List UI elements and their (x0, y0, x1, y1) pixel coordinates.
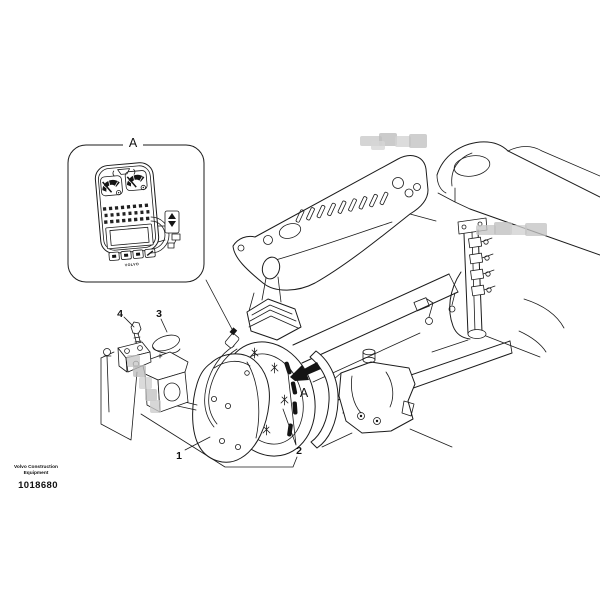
view-arrow-label: A (300, 386, 309, 400)
lcd-screen (105, 223, 154, 250)
buzzer (112, 168, 136, 177)
leader-4 (123, 316, 135, 328)
valve-bracket (321, 348, 453, 448)
company-name-line2: Equipment (24, 470, 49, 476)
callout-label: A (129, 136, 138, 150)
part-3-cover (152, 334, 181, 354)
vent-slots (295, 191, 389, 223)
panel-side-connector (150, 210, 181, 254)
leader-2 (282, 363, 297, 446)
blur-patch-left (127, 355, 161, 413)
part-label-2: 2 (296, 445, 302, 457)
part-label-4: 4 (117, 308, 123, 320)
blur-patch-right (476, 222, 547, 236)
cab-frame (436, 141, 600, 353)
clamp-bracket (431, 217, 541, 358)
joystick (246, 256, 302, 341)
machine-structure (232, 141, 600, 448)
rubber-hatch-marks (250, 347, 289, 436)
warning-icon-grid (102, 203, 152, 224)
leader-3 (160, 318, 168, 333)
gauge-left (100, 175, 123, 197)
view-arrow-a: A (290, 362, 321, 400)
gauge-right (124, 170, 148, 192)
part-label-3: 3 (156, 308, 162, 320)
panel-brand-text: VOLVO (125, 262, 140, 267)
part-1-panel-back (168, 327, 270, 463)
pin-bolt (103, 348, 112, 413)
console-housing (232, 155, 437, 312)
wire-harness (204, 327, 240, 428)
watermark-blur-patches (127, 133, 547, 413)
leader-bracket (140, 413, 298, 468)
leader-1 (184, 436, 211, 451)
bezel-slots (284, 361, 298, 437)
instrument-panel-front: VOLVO (94, 162, 160, 267)
footer: Volvo Construction Equipment 1018680 (14, 464, 58, 491)
part-label-1: 1 (176, 450, 182, 462)
blur-patch-top (360, 133, 427, 150)
document-number: 1018680 (18, 480, 58, 491)
annotations: A 4 3 1 2 (117, 308, 321, 468)
company-name-line1: Volvo Construction (14, 464, 58, 470)
callout-view: A (67, 134, 234, 332)
